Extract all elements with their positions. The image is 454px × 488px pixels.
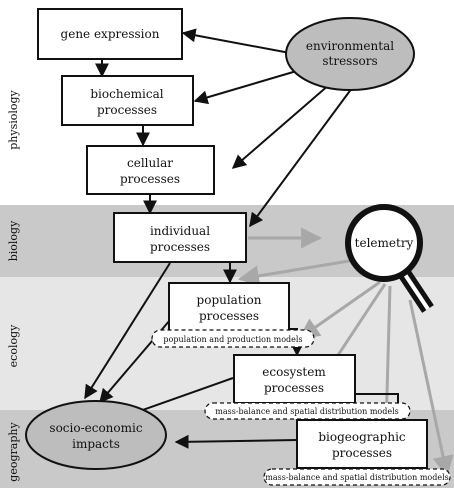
telemetry-arrows bbox=[237, 227, 454, 478]
biogeographic-label-line2: processes bbox=[332, 446, 392, 460]
ecosystem-label-line1: ecosystem bbox=[262, 365, 326, 379]
ecosystem-box bbox=[233, 354, 356, 404]
cellular-box bbox=[86, 145, 215, 195]
arrow-telemetry-to-population bbox=[298, 280, 381, 340]
band-label-geography: geography bbox=[7, 422, 20, 482]
arrow-individual-to-socio bbox=[84, 262, 171, 400]
individual-label-line1: individual bbox=[150, 224, 210, 238]
socio-economic-impacts-node bbox=[25, 400, 167, 470]
individual-label-line2: processes bbox=[150, 240, 210, 254]
cellular-label-line1: cellular bbox=[127, 156, 173, 170]
band-label-ecology: ecology bbox=[7, 324, 20, 367]
telemetry-label: telemetry bbox=[355, 236, 414, 250]
biogeographic-box bbox=[296, 419, 428, 469]
biogeographic-models-label: mass-balance and spatial distribution mo… bbox=[265, 473, 449, 482]
population-label-line1: population bbox=[197, 293, 262, 307]
ecosystem-models-label: mass-balance and spatial distribution mo… bbox=[215, 407, 399, 416]
arrow-env-to-cellular bbox=[231, 83, 331, 169]
biogeographic-label-line1: biogeographic bbox=[318, 430, 406, 444]
gene-expression-box bbox=[37, 8, 183, 60]
ecosystem-label-line2: processes bbox=[264, 381, 324, 395]
environmental-label-line1: environmental bbox=[306, 39, 394, 53]
biochemical-label-line1: biochemical bbox=[90, 87, 163, 101]
biogeographic-models-pill bbox=[263, 468, 451, 486]
cellular-label-line2: processes bbox=[120, 172, 180, 186]
gene-expression-label: gene expression bbox=[61, 27, 160, 41]
arrow-env-to-gene bbox=[181, 28, 291, 54]
population-box bbox=[168, 282, 290, 332]
socio-label-line2: impacts bbox=[72, 437, 120, 451]
arrow-env-to-biochemical bbox=[193, 69, 301, 105]
individual-box bbox=[113, 212, 247, 263]
arrow-env-to-individual bbox=[249, 87, 353, 228]
arrow-telemetry-to-individual bbox=[237, 258, 356, 287]
biochemical-box bbox=[61, 75, 194, 126]
population-label-line2: processes bbox=[199, 309, 259, 323]
telemetry-magnifier-icon bbox=[345, 204, 434, 313]
band-label-biology: biology bbox=[7, 220, 20, 261]
socio-label-line1: socio-economic bbox=[49, 421, 142, 435]
band-label-physiology: physiology bbox=[7, 89, 20, 149]
population-models-pill bbox=[151, 329, 315, 348]
ecosystem-models-pill bbox=[204, 402, 411, 420]
arrow-biogeographic-to-socio bbox=[174, 434, 298, 449]
environmental-stressors-node bbox=[285, 17, 415, 91]
arrow-telemetry-to-mass-balance bbox=[408, 299, 454, 478]
population-models-label: population and production models bbox=[163, 335, 302, 344]
environmental-label-line2: stressors bbox=[322, 54, 377, 68]
biochemical-label-line2: processes bbox=[97, 103, 157, 117]
